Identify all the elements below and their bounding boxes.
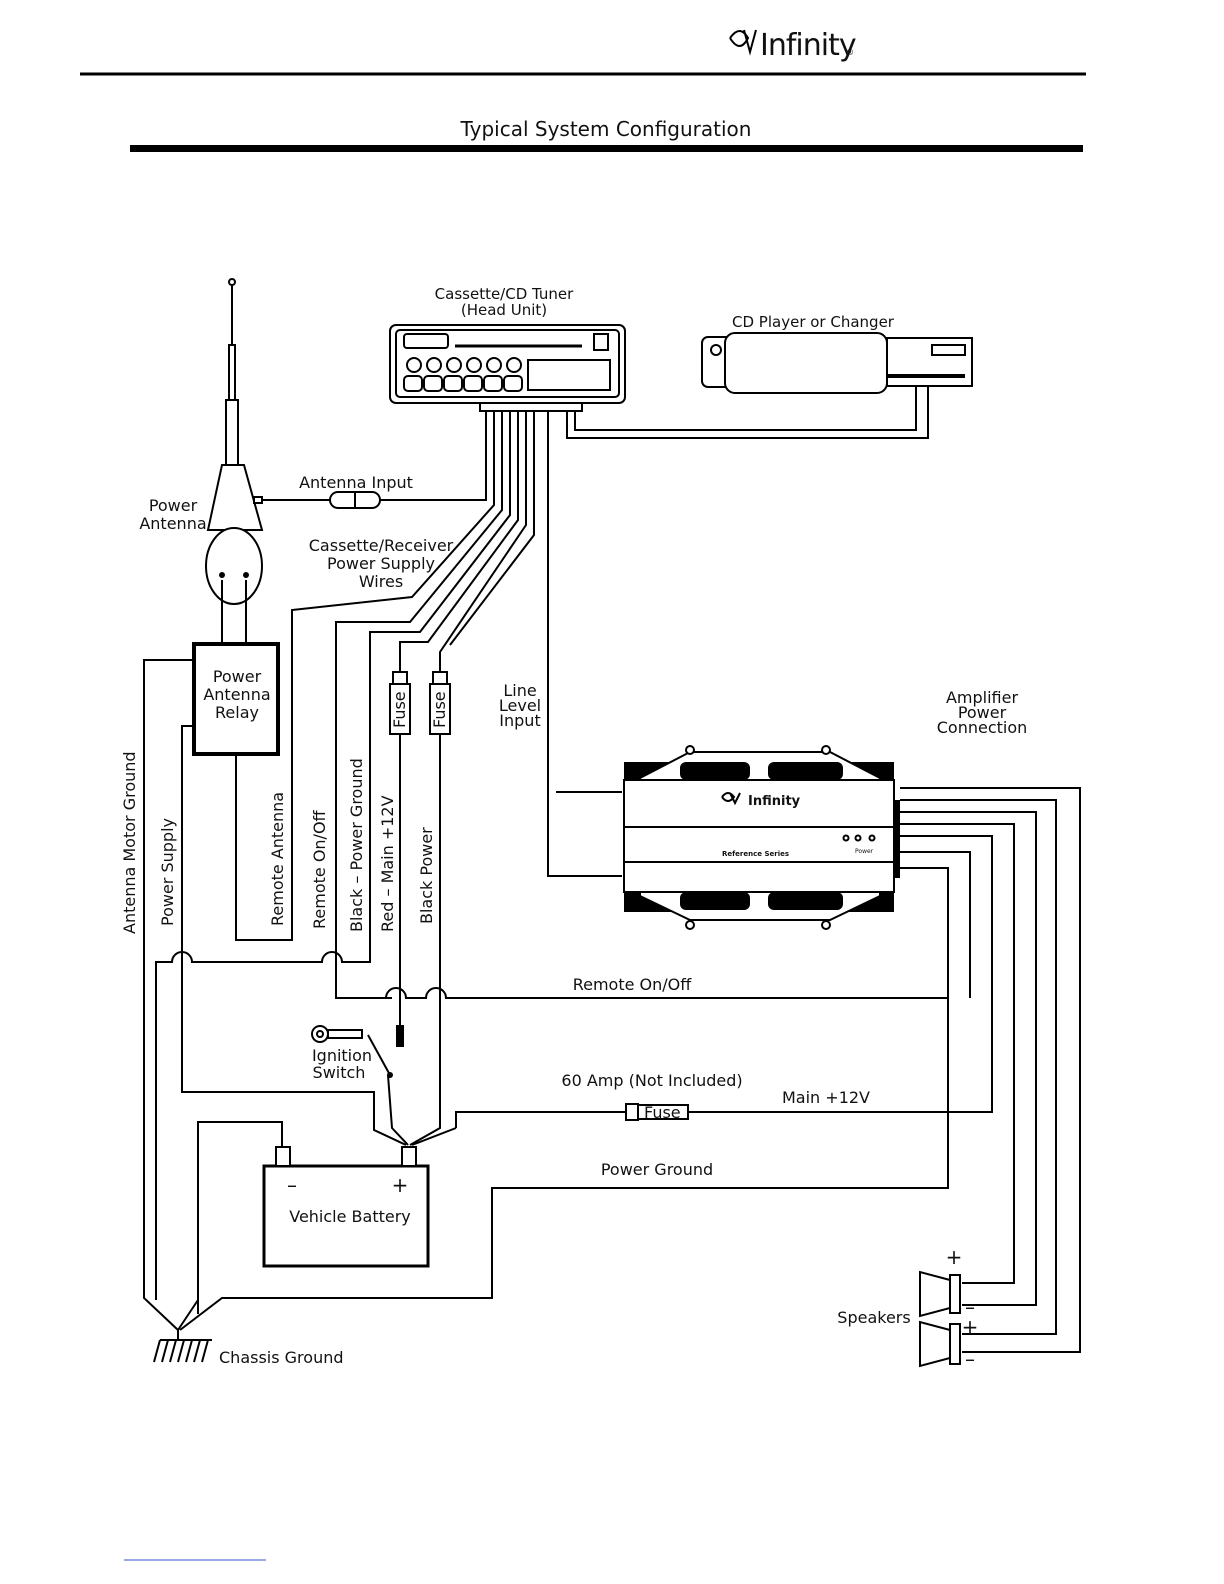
battery-negative-sign: – xyxy=(287,1173,297,1197)
black-power-label: Black Power xyxy=(417,827,436,924)
relay-ground-wiring xyxy=(143,659,948,1331)
speaker-1-positive-sign: + xyxy=(946,1245,963,1269)
inline-fuse-main: Fuse xyxy=(389,671,411,735)
title-rule xyxy=(130,145,1083,152)
speakers-label: Speakers xyxy=(837,1308,910,1327)
amp-series-label: Reference Series xyxy=(722,850,789,858)
inline-fuse-black: Fuse xyxy=(429,671,451,735)
relay-label-line1: Power xyxy=(213,667,262,686)
amplifier xyxy=(623,745,900,930)
amp-connection-label-line3: Connection xyxy=(937,718,1028,737)
supply-wires-label-line1: Cassette/Receiver xyxy=(309,536,454,555)
head-unit xyxy=(389,324,626,412)
supply-wires-label-line3: Wires xyxy=(359,572,403,591)
brand-registered-mark: ® xyxy=(846,48,854,57)
line-level-cable xyxy=(547,411,622,877)
battery-label: Vehicle Battery xyxy=(289,1207,411,1226)
speaker-2 xyxy=(919,1320,961,1368)
inline-fuse-black-label: Fuse xyxy=(430,691,449,728)
power-supply-label: Power Supply xyxy=(158,818,177,926)
cd-player xyxy=(701,332,973,394)
brand-logo-icon xyxy=(729,29,757,56)
speaker-2-negative-sign: – xyxy=(965,1347,975,1371)
cd-cable xyxy=(566,386,929,439)
red-main-12v-label: Red – Main +12V xyxy=(378,795,397,932)
chassis-ground-label: Chassis Ground xyxy=(219,1348,344,1367)
amp-logo-icon xyxy=(721,792,741,806)
ignition-label-line2: Switch xyxy=(313,1063,366,1082)
sixty-amp-label: 60 Amp (Not Included) xyxy=(561,1071,742,1090)
battery-positive-sign: + xyxy=(392,1173,409,1197)
antenna-input-label: Antenna Input xyxy=(299,473,413,492)
inline-fuse-main-label: Fuse xyxy=(390,691,409,728)
vehicle-battery xyxy=(262,1146,430,1268)
brand-name: Infinity xyxy=(760,28,856,63)
ignition-label-line1: Ignition xyxy=(312,1046,372,1065)
amp-connection-label-line2: Power xyxy=(958,703,1007,722)
power-ground-label: Power Ground xyxy=(601,1160,713,1179)
line-level-label-line1: Line xyxy=(503,681,536,700)
cd-player-label: CD Player or Changer xyxy=(732,313,895,331)
chassis-ground xyxy=(153,1330,212,1363)
page-title: Typical System Configuration xyxy=(460,117,752,141)
head-unit-label-line2: (Head Unit) xyxy=(461,301,547,319)
main-fuse-label: Fuse xyxy=(644,1103,681,1122)
speaker-2-positive-sign: + xyxy=(962,1315,979,1339)
black-power-ground-label: Black – Power Ground xyxy=(347,758,366,932)
ignition-switch xyxy=(311,1025,393,1078)
main-fuse: Fuse xyxy=(625,1103,689,1122)
remote-onoff-vertical-label: Remote On/Off xyxy=(310,809,329,929)
head-unit-label-line1: Cassette/CD Tuner xyxy=(435,285,574,303)
supply-wires-label-line2: Power Supply xyxy=(327,554,435,573)
main-12v-label: Main +12V xyxy=(782,1088,870,1107)
power-antenna-label-line1: Power xyxy=(149,496,198,515)
power-antenna-relay xyxy=(192,642,280,756)
relay-label-line2: Antenna xyxy=(203,685,270,704)
speaker-1 xyxy=(919,1270,961,1318)
power-antenna-label-line2: Antenna xyxy=(139,514,206,533)
speaker-1-negative-sign: – xyxy=(965,1295,975,1319)
line-level-label-line3: Input xyxy=(499,711,540,730)
amp-brand-label: Infinity xyxy=(748,794,801,809)
brand-logo: Infinity ® xyxy=(729,28,857,63)
amp-panel-label: Power xyxy=(855,848,874,855)
amp-connection-label-line1: Amplifier xyxy=(946,688,1019,707)
remote-onoff-label: Remote On/Off xyxy=(573,975,693,994)
line-level-label-line2: Level xyxy=(499,696,541,715)
antenna-motor-ground-label: Antenna Motor Ground xyxy=(120,751,139,934)
remote-antenna-label: Remote Antenna xyxy=(268,792,287,926)
antenna-input-cable xyxy=(380,411,487,501)
amp-output-wires xyxy=(179,787,1081,1353)
relay-label-line3: Relay xyxy=(215,703,259,722)
power-antenna xyxy=(205,278,264,605)
